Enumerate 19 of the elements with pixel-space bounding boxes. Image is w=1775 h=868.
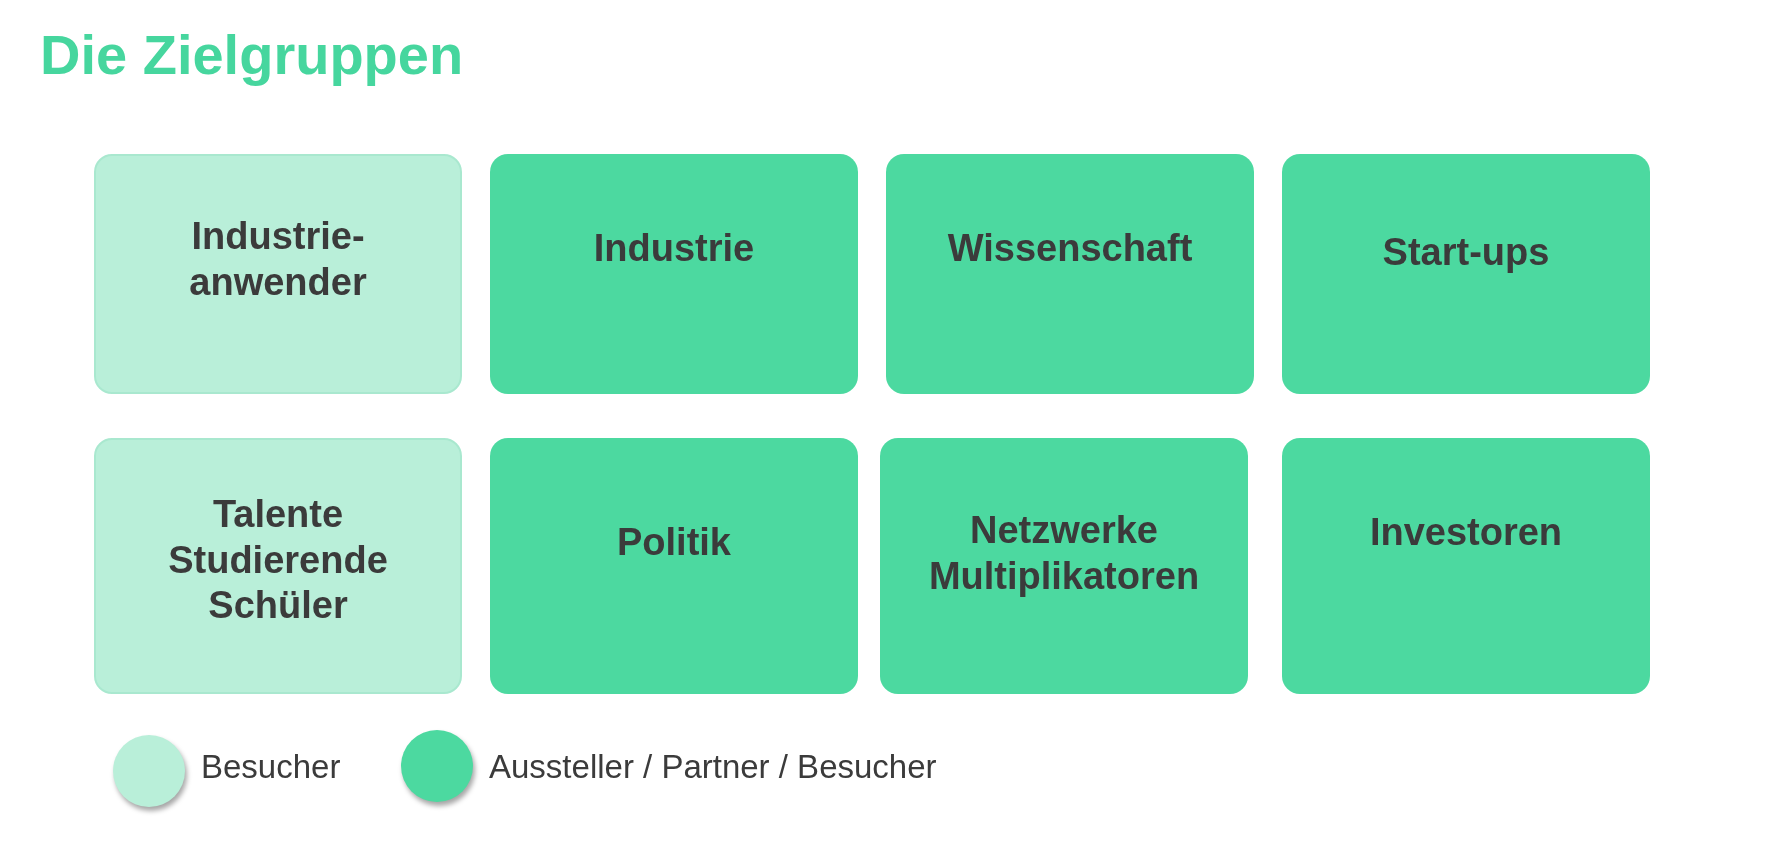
audience-card xyxy=(880,438,1248,694)
audience-card xyxy=(1282,438,1650,694)
card-label: Industrie- anwender xyxy=(188,214,368,305)
card-label: Politik xyxy=(616,520,732,565)
audience-card xyxy=(490,438,858,694)
card-label: Netzwerke Multiplikatoren xyxy=(927,508,1201,599)
legend-label: Aussteller / Partner / Besucher xyxy=(489,748,937,786)
page-title: Die Zielgruppen xyxy=(40,22,464,87)
card-label: Start-ups xyxy=(1381,230,1551,275)
card-label: Industrie xyxy=(592,226,756,271)
card-label: Wissenschaft xyxy=(946,226,1194,271)
audience-card xyxy=(490,154,858,394)
audience-card xyxy=(94,438,462,694)
audience-card xyxy=(886,154,1254,394)
legend-label: Besucher xyxy=(201,748,341,786)
audience-card xyxy=(94,154,462,394)
card-label: Talente Studierende Schüler xyxy=(167,492,389,629)
card-label: Investoren xyxy=(1368,510,1564,555)
audience-card xyxy=(1282,154,1650,394)
